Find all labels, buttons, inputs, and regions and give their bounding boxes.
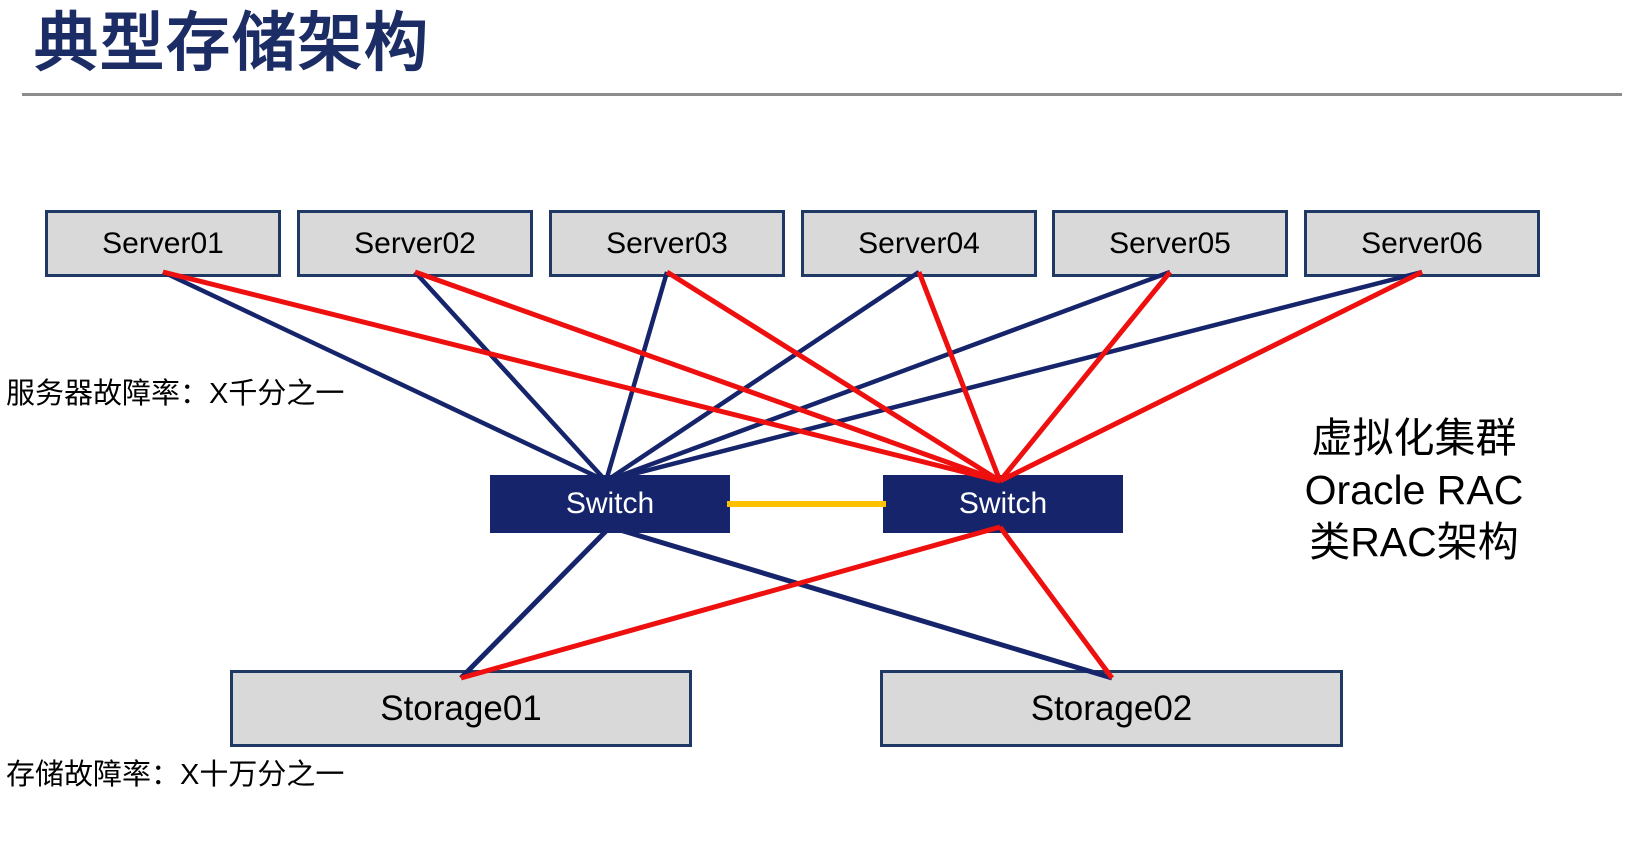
link-server02-switch1: [413, 270, 608, 483]
cluster-note: 虚拟化集群 Oracle RAC 类RAC架构: [1283, 412, 1545, 568]
title-divider: [22, 93, 1622, 96]
link-server04-switch1: [604, 270, 921, 483]
server06-label: Server06: [1361, 226, 1483, 260]
server05-label: Server05: [1109, 226, 1231, 260]
storage02-box: Storage02: [880, 670, 1343, 747]
server-failure-rate-label: 服务器故障率：X千分之一: [6, 378, 345, 410]
cluster-note-line-1: 虚拟化集群: [1311, 415, 1517, 461]
page-title: 典型存储架构: [34, 7, 430, 79]
link-server03-switch2: [665, 269, 1002, 484]
link-switch2-storage02: [997, 525, 1115, 680]
cluster-note-line-3: 类RAC架构: [1309, 519, 1519, 565]
link-server04-switch2: [916, 271, 1003, 482]
link-server05-switch2: [998, 270, 1172, 483]
link-switch1-storage01: [459, 525, 612, 680]
server06-box: Server06: [1304, 210, 1540, 277]
storage01-label: Storage01: [380, 688, 542, 728]
server01-label: Server01: [102, 226, 224, 260]
server02-label: Server02: [354, 226, 476, 260]
server01-box: Server01: [45, 210, 281, 277]
storage02-label: Storage02: [1030, 688, 1193, 728]
link-server03-switch1: [603, 271, 670, 482]
server04-label: Server04: [858, 226, 980, 260]
server03-box: Server03: [549, 210, 785, 277]
storage-failure-rate-label: 存储故障率：X十万分之一: [6, 759, 345, 791]
server03-label: Server03: [606, 226, 728, 260]
switch2-label: Switch: [958, 487, 1048, 520]
server05-box: Server05: [1052, 210, 1288, 277]
link-switch1-storage02: [609, 524, 1113, 681]
switch1-box: Switch: [490, 475, 730, 533]
server02-box: Server02: [297, 210, 533, 277]
link-server05-switch1: [605, 269, 1171, 484]
link-switch2-storage01: [460, 524, 1001, 681]
switch1-label: Switch: [565, 487, 655, 520]
switch2-box: Switch: [883, 475, 1123, 533]
server04-box: Server04: [801, 210, 1037, 277]
link-server02-switch2: [414, 269, 1001, 484]
storage01-box: Storage01: [230, 670, 692, 747]
cluster-note-line-2: Oracle RAC: [1304, 467, 1524, 513]
